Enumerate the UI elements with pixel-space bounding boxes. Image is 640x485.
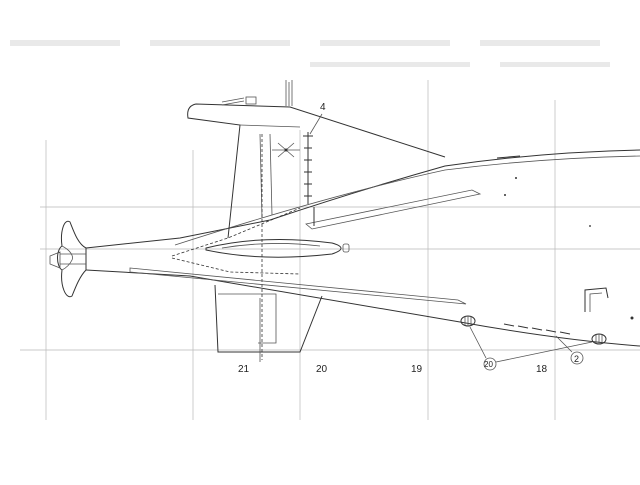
reference-lines xyxy=(20,206,640,351)
construction-dashed-lines xyxy=(171,134,301,360)
lower-rudder xyxy=(214,284,323,362)
callout-circle-2 xyxy=(570,351,584,365)
stern-hydroplane xyxy=(205,238,350,258)
frame-grid-lines xyxy=(45,80,556,420)
frame-label-19: 19 xyxy=(411,364,423,375)
upper-fin-tower xyxy=(187,80,446,239)
scan-ghost-text xyxy=(10,40,610,67)
callout-markers: 20 2 xyxy=(469,326,593,371)
hull-vents xyxy=(460,315,607,345)
depth-scale: 4 xyxy=(272,102,326,204)
propeller xyxy=(49,220,87,298)
frame-label-21: 21 xyxy=(238,364,250,375)
frame-label-18: 18 xyxy=(536,364,548,375)
forward-fitting xyxy=(584,225,634,320)
grille-dashes xyxy=(503,323,571,335)
callout-label-vent: 20 xyxy=(484,360,493,369)
callout-label-grille: 2 xyxy=(574,354,579,364)
callout-circle-20 xyxy=(483,357,497,371)
deck-rails xyxy=(129,189,482,305)
hull-outline xyxy=(85,149,640,347)
callout-label-tower: 4 xyxy=(320,102,326,113)
frame-label-20: 20 xyxy=(316,364,328,375)
frame-labels: 21 20 19 18 xyxy=(238,364,548,375)
hull-marks xyxy=(313,155,521,226)
light-symbol xyxy=(272,142,300,158)
